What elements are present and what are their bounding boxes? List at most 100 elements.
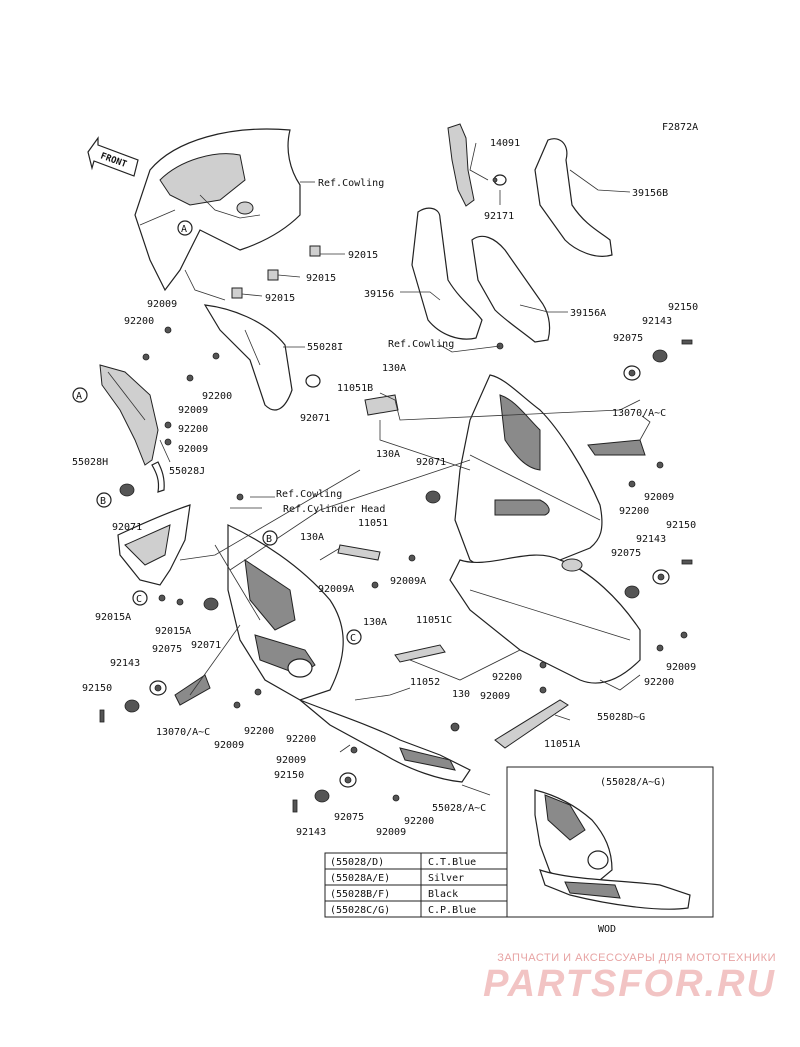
table-cell-part: (55028/D) xyxy=(330,857,384,868)
bracket-11051C xyxy=(394,644,446,663)
callout-55028H: 55028H xyxy=(72,457,108,468)
front-arrow-icon: FRONT xyxy=(87,136,139,177)
callout-92150-b: 92150 xyxy=(666,520,696,531)
watermark-tagline: ЗАПЧАСТИ И АКСЕССУАРЫ ДЛЯ МОТОТЕХНИКИ xyxy=(497,952,776,964)
side-panel-39156 xyxy=(411,207,483,340)
table-cell-color: C.T.Blue xyxy=(428,857,476,868)
marker-A-left: A xyxy=(76,391,82,402)
callout-92143-c: 92143 xyxy=(110,658,140,669)
callout-92075-a: 92075 xyxy=(613,333,643,344)
callout-11051A: 11051A xyxy=(544,739,580,750)
callout-92009-f: 92009 xyxy=(666,662,696,673)
callout-92200-a: 92200 xyxy=(124,316,154,327)
callout-11051C: 11051C xyxy=(416,615,452,626)
bracket-55028H xyxy=(99,364,165,493)
callout-130A-d: 130A xyxy=(363,617,387,628)
callout-92150-c: 92150 xyxy=(82,683,112,694)
callout-92009-b: 92009 xyxy=(178,405,208,416)
callout-92015-b: 92015 xyxy=(306,273,336,284)
color-table xyxy=(324,852,508,918)
table-cell-color: Black xyxy=(428,889,458,900)
callout-14091: 14091 xyxy=(490,138,520,149)
callout-92009A-b: 92009A xyxy=(318,584,354,595)
callout-39156B: 39156B xyxy=(632,188,668,199)
hardware xyxy=(99,326,693,813)
callout-92143-b: 92143 xyxy=(636,534,666,545)
marker-A-top: A xyxy=(181,224,187,235)
marker-B-left: B xyxy=(100,496,106,507)
callout-92200-d: 92200 xyxy=(619,506,649,517)
callout-55028DG: 55028D~G xyxy=(597,712,645,723)
callout-92071-c: 92071 xyxy=(112,522,142,533)
inset-caption: WOD xyxy=(598,924,616,935)
clip-icon xyxy=(231,245,321,299)
callout-92015A-b: 92015A xyxy=(155,626,191,637)
callout-11051: 11051 xyxy=(358,518,388,529)
callout-92009A-a: 92009A xyxy=(390,576,426,587)
callout-130A-b: 130A xyxy=(376,449,400,460)
callout-92143-a: 92143 xyxy=(642,316,672,327)
callout-92200-f: 92200 xyxy=(644,677,674,688)
callout-11052: 11052 xyxy=(410,677,440,688)
callout-ref-cowling-low: Ref.Cowling xyxy=(276,489,342,500)
callout-55028AC: 55028/A~C xyxy=(432,803,486,814)
color-table-rows: (55028/D) C.T.Blue (55028A/E) Silver (55… xyxy=(330,857,476,916)
side-panel-39156A xyxy=(471,235,551,343)
inset-title: (55028/A~G) xyxy=(600,777,666,788)
inner-cowl-left xyxy=(117,504,191,586)
marker-C-left: C xyxy=(136,594,142,605)
callout-55028I: 55028I xyxy=(307,342,343,353)
callout-55028J: 55028J xyxy=(169,466,205,477)
brace-11051A xyxy=(494,699,569,749)
callout-130A-c: 130A xyxy=(300,532,324,543)
callout-92015A-a: 92015A xyxy=(95,612,131,623)
callout-92009-e: 92009 xyxy=(480,691,510,702)
side-cowl-55028AC xyxy=(227,524,344,701)
callout-92200-h: 92200 xyxy=(286,734,316,745)
callout-92171: 92171 xyxy=(484,211,514,222)
callout-92071-b: 92071 xyxy=(416,457,446,468)
watermark-logo: PARTSFOR.RU xyxy=(483,963,776,1005)
inset-box: (55028/A~G) WOD xyxy=(506,766,714,935)
side-cowl-55028DG xyxy=(454,374,603,582)
table-cell-part: (55028A/E) xyxy=(330,873,390,884)
callout-92143-d: 92143 xyxy=(296,827,326,838)
callout-39156A: 39156A xyxy=(570,308,606,319)
inner-fairing-55028I xyxy=(203,304,293,411)
figure-code: F2872A xyxy=(662,122,698,133)
side-panel-14091 xyxy=(447,123,475,207)
callout-92009-g: 92009 xyxy=(214,740,244,751)
callout-92200-g: 92200 xyxy=(244,726,274,737)
callout-92009-i: 92009 xyxy=(376,827,406,838)
callout-92200-e: 92200 xyxy=(492,672,522,683)
callout-92015-a: 92015 xyxy=(348,250,378,261)
callout-13070-a: 13070/A~C xyxy=(612,408,666,419)
table-cell-color: C.P.Blue xyxy=(428,905,476,916)
callout-92075-c: 92075 xyxy=(152,644,182,655)
belly-pan-55028AC xyxy=(299,699,471,783)
callout-92015-c: 92015 xyxy=(265,293,295,304)
watermark: ЗАПЧАСТИ И АКСЕССУАРЫ ДЛЯ МОТОТЕХНИКИ PA… xyxy=(476,952,776,1004)
callout-labels: 14091 92171 39156B 39156 39156A Ref.Cowl… xyxy=(72,138,698,838)
callout-11051B: 11051B xyxy=(337,383,373,394)
marker-B-mid: B xyxy=(266,534,272,545)
leader-lines xyxy=(159,142,651,796)
side-panel-39156B xyxy=(534,138,613,257)
callout-92071-a: 92071 xyxy=(300,413,330,424)
callout-92150-d: 92150 xyxy=(274,770,304,781)
callout-130A-a: 130A xyxy=(382,363,406,374)
callout-92150-a: 92150 xyxy=(668,302,698,313)
callout-92009-a: 92009 xyxy=(147,299,177,310)
table-cell-part: (55028B/F) xyxy=(330,889,390,900)
callout-13070-b: 13070/A~C xyxy=(156,727,210,738)
callout-92009-c: 92009 xyxy=(178,444,208,455)
callout-92200-c: 92200 xyxy=(178,424,208,435)
upper-cowl xyxy=(134,128,301,292)
reference-markers: A A B B C C xyxy=(72,220,362,645)
callout-130: 130 xyxy=(452,689,470,700)
plate-13070 xyxy=(174,439,646,706)
callout-92075-d: 92075 xyxy=(334,812,364,823)
grommet-icon xyxy=(492,174,507,186)
callout-39156: 39156 xyxy=(364,289,394,300)
